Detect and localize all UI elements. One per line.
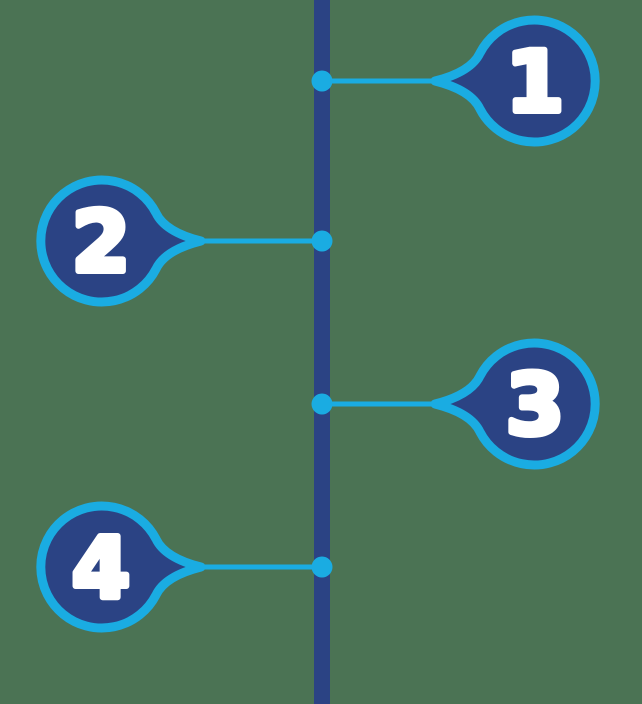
bubble-number: 3 <box>506 356 564 454</box>
connector-dot <box>311 393 333 415</box>
connector-dot <box>311 70 333 92</box>
timeline-item: 2 <box>36 175 333 307</box>
timeline-item: 3 <box>311 338 600 470</box>
number-bubble <box>430 15 600 147</box>
timeline-item: 4 <box>36 501 333 633</box>
timeline-spine <box>314 0 330 704</box>
connector-dot <box>311 230 333 252</box>
bubble-number: 2 <box>72 193 130 291</box>
number-bubble <box>36 175 206 307</box>
connector-dot <box>311 556 333 578</box>
number-bubble <box>36 501 206 633</box>
number-bubble <box>430 338 600 470</box>
bubble-number: 4 <box>72 519 130 617</box>
bubble-number: 1 <box>506 33 564 131</box>
timeline-item: 1 <box>311 15 600 147</box>
